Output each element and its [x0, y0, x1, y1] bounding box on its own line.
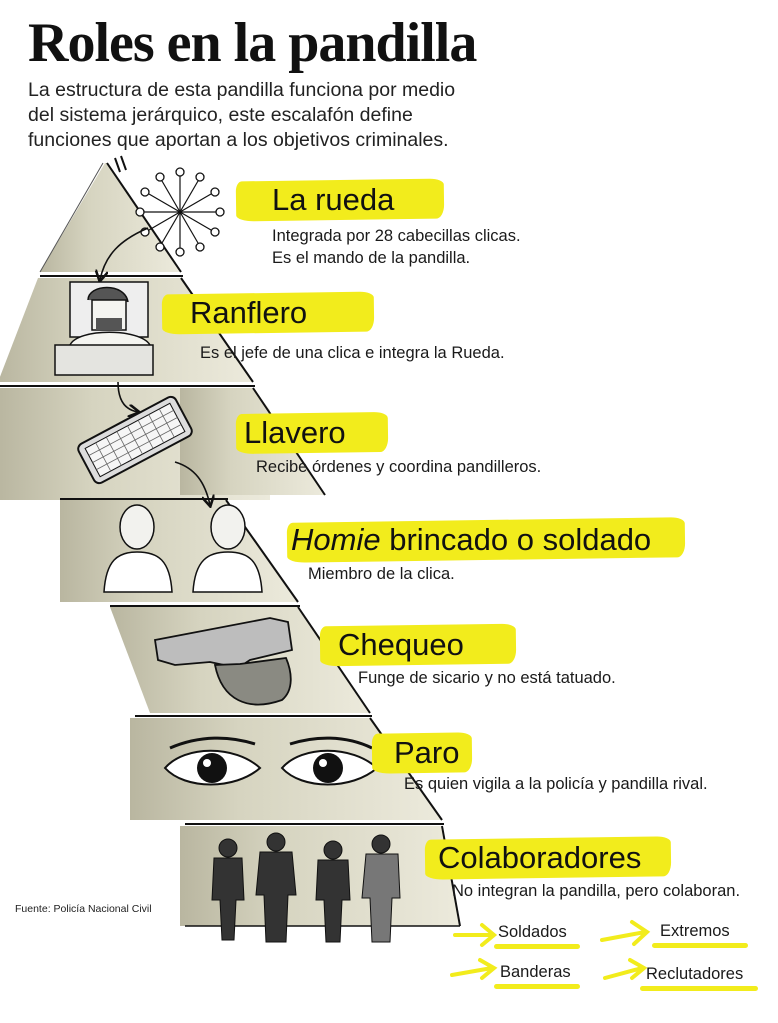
role-4-name: Homie brincado o soldado [291, 522, 651, 558]
collaborator-type-2: Extremos [660, 922, 730, 940]
source-note: Fuente: Policía Nacional Civil [15, 903, 152, 915]
pyramid-level-4 [60, 498, 299, 603]
arrow-3 [174, 461, 210, 505]
role-1-description-line-1: Integrada por 28 cabecillas clicas. [272, 227, 521, 245]
role-6-name: Paro [394, 735, 460, 770]
collaborator-type-4: Reclutadores [646, 965, 744, 983]
soldiers-icon [103, 504, 263, 593]
collaborator-type-3-underline [494, 984, 580, 989]
collaborator-arrows [450, 920, 651, 980]
role-4-description: Miembro de la clica. [308, 565, 455, 583]
role-1-description: Integrada por 28 cabecillas clicas. Es e… [272, 225, 521, 269]
subtitle-line-1: La estructura de esta pandilla funciona … [28, 79, 456, 101]
gun-icon [153, 617, 294, 706]
role-4-name-italic: Homie [291, 522, 381, 557]
role-3-name: Llavero [244, 415, 346, 450]
people-icon [211, 832, 401, 943]
subtitle: La estructura de esta pandilla funciona … [28, 78, 548, 153]
collaborator-type-1-underline [494, 944, 580, 949]
collaborator-type-4-underline [640, 986, 758, 991]
collaborator-type-2-underline [652, 943, 748, 948]
page-title: Roles en la pandilla [28, 12, 477, 74]
role-7-description: No integran la pandilla, pero colaboran. [452, 882, 741, 900]
apex-mark [114, 155, 127, 173]
role-4-name-rest: brincado o soldado [380, 522, 652, 557]
role-5-name: Chequeo [338, 627, 464, 662]
role-3-description: Recibe órdenes y coordina pandilleros. [256, 458, 542, 476]
role-6-description: Es quien vigila a la policía y pandilla … [404, 775, 708, 793]
wheel-icon [135, 167, 225, 257]
collaborator-type-3: Banderas [500, 963, 571, 981]
subtitle-line-2: del sistema jerárquico, este escalafón d… [28, 104, 413, 126]
role-2-name: Ranflero [190, 295, 308, 330]
phone-icon [77, 395, 193, 485]
boss-icon [54, 281, 154, 376]
role-5-description: Funge de sicario y no está tatuado. [358, 669, 616, 687]
role-2-description: Es el jefe de una clica e integra la Rue… [200, 344, 505, 362]
pyramid-level-1 [39, 162, 182, 273]
arrow-1 [100, 227, 149, 280]
role-1-description-line-2: Es el mando de la pandilla. [272, 249, 471, 267]
role-7-name: Colaboradores [438, 840, 642, 875]
role-1-name: La rueda [272, 182, 395, 217]
eyes-icon [163, 736, 379, 786]
subtitle-line-3: funciones que aportan a los objetivos cr… [28, 129, 449, 151]
arrow-2 [117, 381, 138, 412]
collaborator-type-1: Soldados [498, 923, 567, 941]
